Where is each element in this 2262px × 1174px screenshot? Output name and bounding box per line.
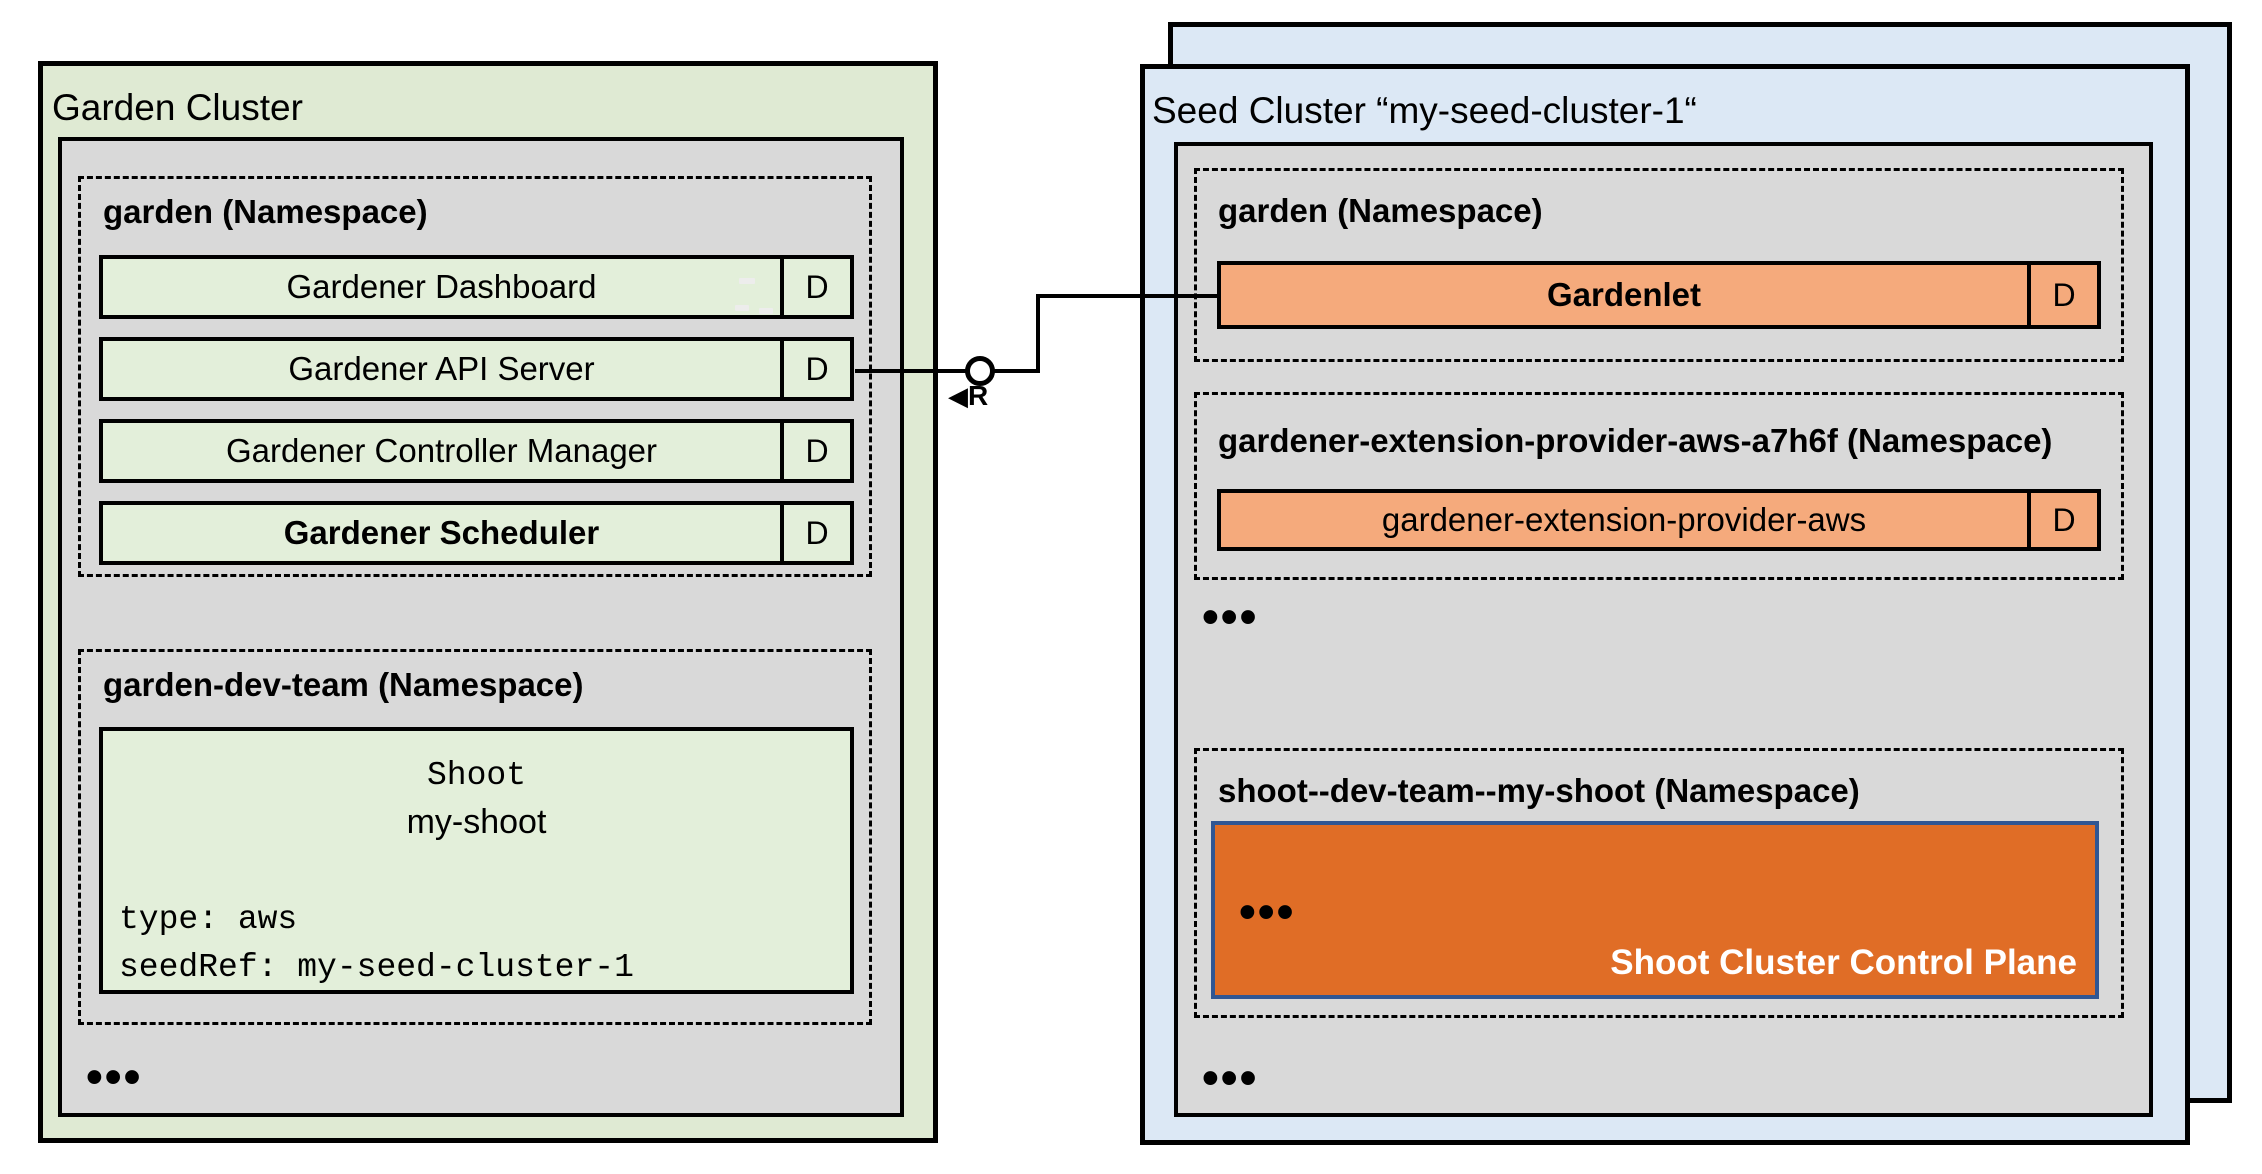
seed-cluster-title: Seed Cluster “my-seed-cluster-1“ [1152,90,1697,131]
extension-namespace-box: gardener-extension-provider-aws-a7h6f (N… [1194,392,2124,580]
connector-annotation: ◀R [948,382,988,410]
connector-line-horizontal-left [855,369,1040,373]
artifact-mark [759,308,773,314]
component-label-area: Gardener Controller Manager [103,423,780,479]
shoot-resource-kind: Shoot [426,757,527,794]
component-label: Gardener API Server [288,350,595,387]
deployment-badge: D [2027,493,2097,547]
garden-cluster-title: Garden Cluster [52,87,303,128]
seed-cluster-inner-panel: garden (Namespace) Gardenlet D gardener-… [1174,142,2153,1117]
shoot-namespace-box: shoot--dev-team--my-shoot (Namespace) ••… [1194,748,2124,1018]
component-label: Gardener Dashboard [286,268,597,305]
deployment-badge: D [780,505,850,561]
shoot-spec-seedref: seedRef: my-seed-cluster-1 [119,949,634,986]
deployment-badge: D [780,423,850,479]
deployment-badge: D [780,341,850,397]
garden-dev-team-namespace-title: garden-dev-team (Namespace) [103,666,584,703]
control-plane-ellipsis: ••• [1239,886,1296,939]
garden-namespace-title: garden (Namespace) [103,193,428,230]
extension-namespace-title: gardener-extension-provider-aws-a7h6f (N… [1218,422,2053,459]
component-label-area: gardener-extension-provider-aws [1221,493,2027,547]
connector-line-vertical [1036,294,1040,373]
garden-cluster-inner-panel: garden (Namespace) Gardener Dashboard D … [58,137,904,1117]
connector-label-r: R [968,380,989,411]
artifact-mark [739,278,755,284]
shoot-resource-box: Shoot my-shoot type: aws seedRef: my-see… [99,727,854,994]
deployment-badge: D [2027,265,2097,325]
seed-cluster-ellipsis-bottom: ••• [1202,1052,1259,1105]
component-label: gardener-extension-provider-aws [1381,501,1867,538]
seed-garden-namespace-title: garden (Namespace) [1218,192,1543,229]
connector-line-horizontal-right [1036,294,1218,298]
component-label-area: Gardener Scheduler [103,505,780,561]
seed-garden-namespace-box: garden (Namespace) Gardenlet D [1194,168,2124,362]
shoot-spec-type: type: aws [119,901,298,938]
shoot-namespace-title: shoot--dev-team--my-shoot (Namespace) [1218,772,1860,809]
garden-cluster-box: Garden Cluster garden (Namespace) Garden… [38,61,938,1143]
garden-dev-team-namespace-box: garden-dev-team (Namespace) Shoot my-sho… [78,649,872,1025]
deployment-badge: D [780,259,850,315]
component-gardener-scheduler: Gardener Scheduler D [99,501,854,565]
artifact-mark [735,305,749,311]
component-gardener-api-server: Gardener API Server D [99,337,854,401]
shoot-resource-name: my-shoot [406,803,547,841]
left-arrow-icon: ◀ [948,381,968,411]
component-gardenlet: Gardenlet D [1217,261,2101,329]
component-label: Gardener Scheduler [283,514,600,551]
component-gardener-extension-provider-aws: gardener-extension-provider-aws D [1217,489,2101,551]
component-gardener-dashboard: Gardener Dashboard D [99,255,854,319]
component-gardener-controller-manager: Gardener Controller Manager D [99,419,854,483]
garden-cluster-ellipsis: ••• [86,1051,143,1104]
component-label-area: Gardenlet [1221,265,2027,325]
component-label-area: Gardener API Server [103,341,780,397]
seed-cluster-box: Seed Cluster “my-seed-cluster-1“ garden … [1140,64,2190,1145]
garden-namespace-box: garden (Namespace) Gardener Dashboard D … [78,176,872,577]
component-label-area: Gardener Dashboard [103,259,780,315]
interface-lollipop-circle [965,356,995,386]
component-label: Gardener Controller Manager [225,432,658,469]
seed-cluster-ellipsis-mid: ••• [1202,591,1259,644]
shoot-control-plane-box: ••• Shoot Cluster Control Plane [1211,821,2099,999]
control-plane-label: Shoot Cluster Control Plane [1610,943,2077,982]
component-label: Gardenlet [1546,276,1702,313]
